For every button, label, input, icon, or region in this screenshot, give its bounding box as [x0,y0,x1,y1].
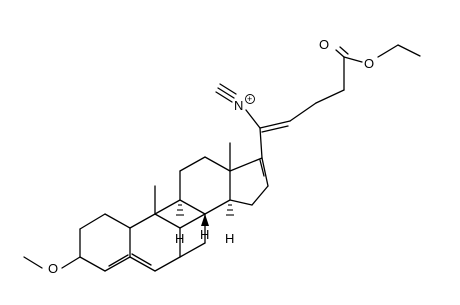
double-bond-c16 [259,159,265,177]
hash-c14 [226,204,234,216]
ring-c [154,156,231,215]
double-bond-c5 [131,253,152,266]
h-label-c14: H [225,231,234,246]
methoxy-oxygen-label: O [48,261,58,276]
stereo-bonds [176,204,234,226]
double-bond-c20 [261,125,289,133]
hash-c9 [176,204,184,216]
h-label-c9: H [175,231,184,246]
charge-label: + [247,94,252,104]
ester-ether-oxygen-label: O [364,56,374,71]
ring-a [79,213,131,272]
double-bond-c4 [108,254,129,267]
isocyanide-group: N + [215,83,255,113]
ester-carbonyl-oxygen-label: O [319,37,329,52]
side-chain [245,44,421,159]
methoxy-group: O [23,256,81,276]
ring-d [229,157,269,206]
positive-charge-icon [245,94,255,104]
double-bond-carbonyl [339,46,349,55]
isocyanide-nitrogen-label: N [234,98,243,113]
ring-b [129,213,181,272]
h-label-c8: H [200,227,209,242]
